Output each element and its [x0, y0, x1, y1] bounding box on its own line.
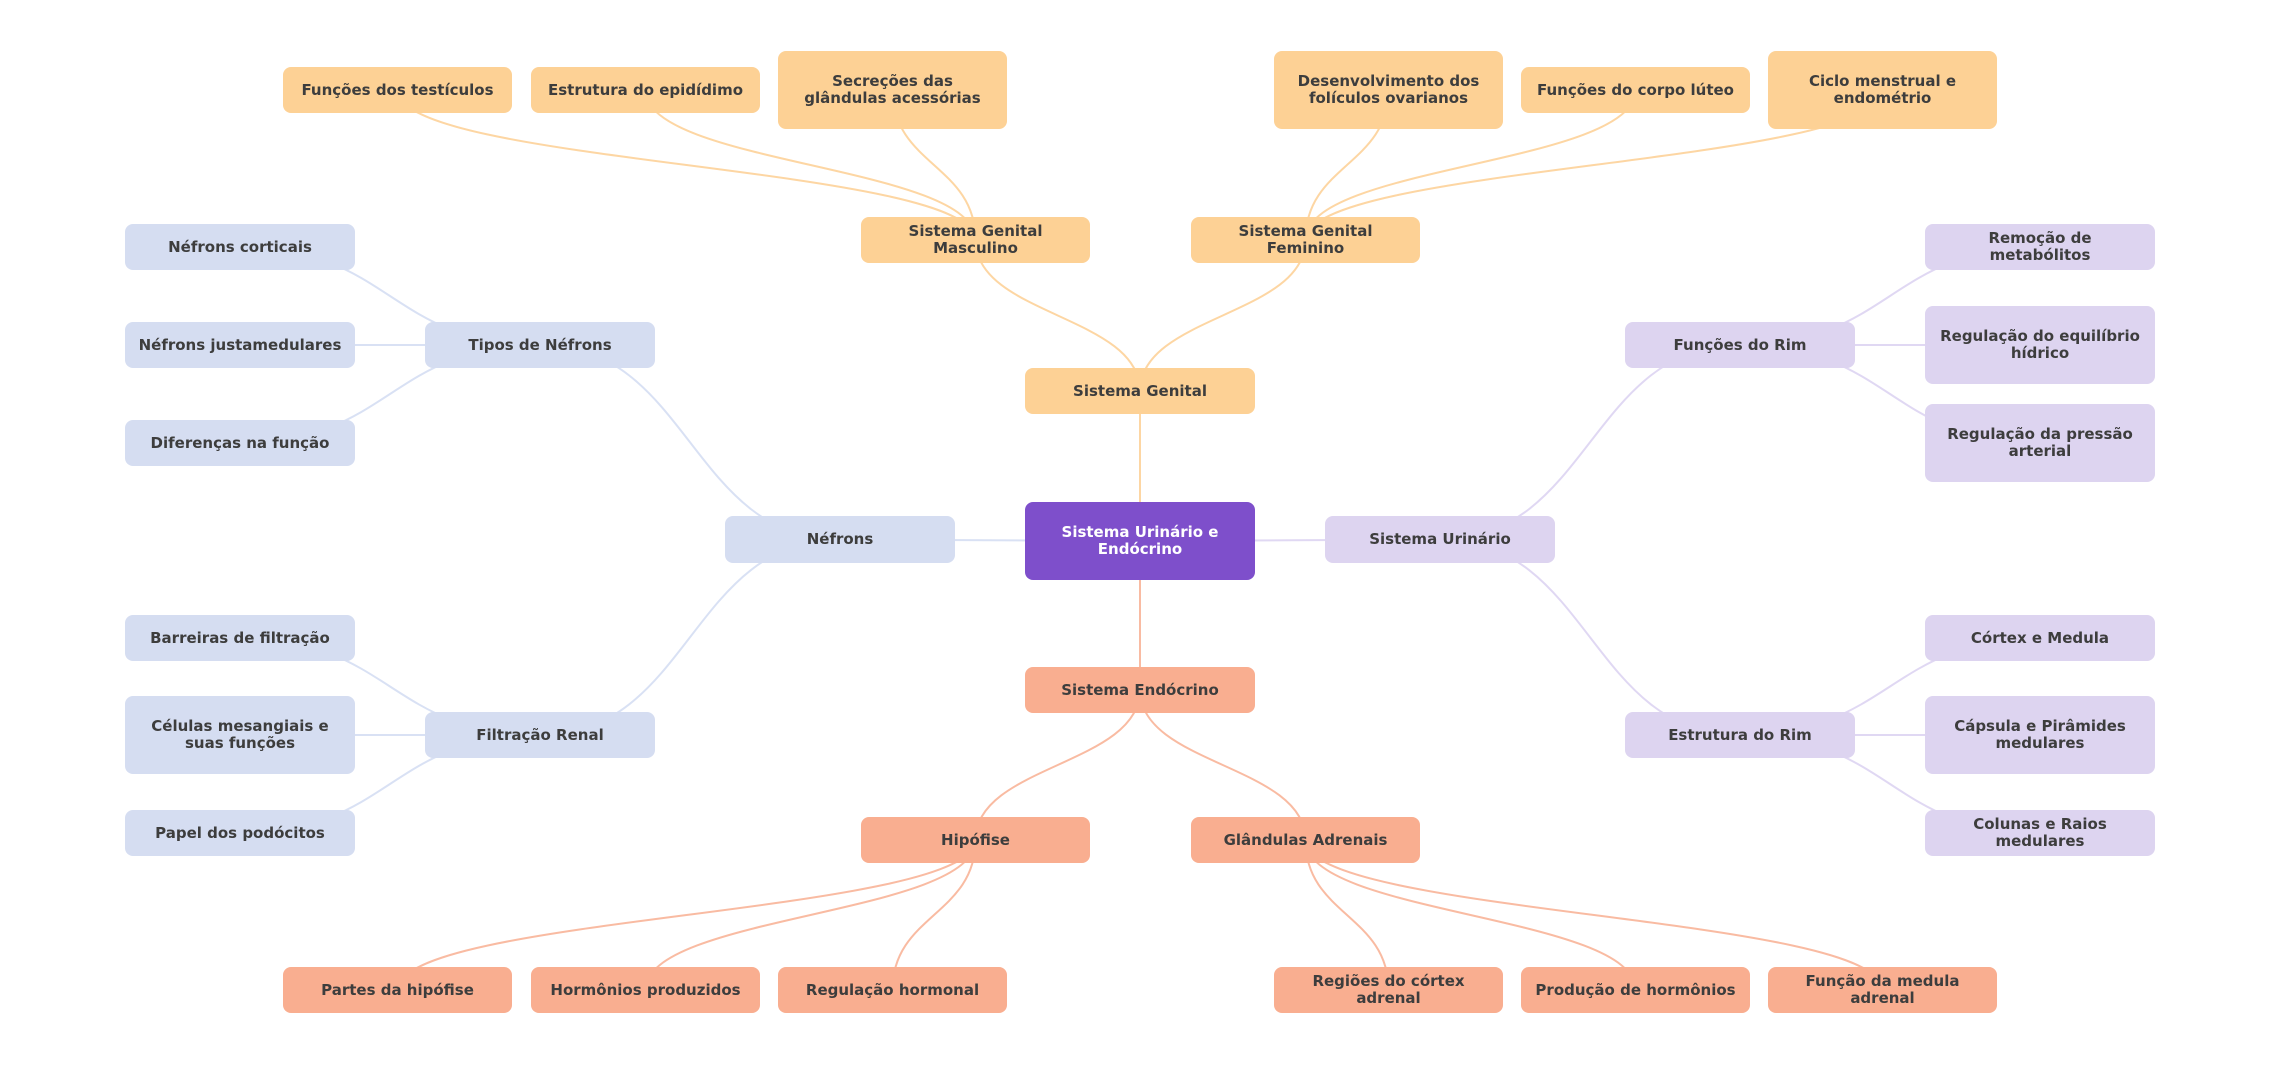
node-estrutura-epididimo[interactable]: Estrutura do epidídimo [531, 67, 760, 113]
node-genital-masculino[interactable]: Sistema Genital Masculino [861, 217, 1090, 263]
node-genital-feminino[interactable]: Sistema Genital Feminino [1191, 217, 1420, 263]
node-funcao-medula-adrenal[interactable]: Função da medula adrenal [1768, 967, 1997, 1013]
edge-hipofise-partes [396, 839, 977, 991]
node-colunas-raios[interactable]: Colunas e Raios medulares [1925, 810, 2155, 856]
edge-endocrino-adrenais [1139, 689, 1307, 841]
node-nefrons-corticais[interactable]: Néfrons corticais [125, 224, 355, 270]
node-sistema-urinario[interactable]: Sistema Urinário [1325, 516, 1555, 563]
node-equilibrio-hidrico[interactable]: Regulação do equilíbrio hídrico [1925, 306, 2155, 384]
edge-genital-fem [1139, 239, 1307, 392]
edge-fem-corpoluteo [1304, 89, 1637, 241]
node-hipofise[interactable]: Hipófise [861, 817, 1090, 863]
node-producao-hormonios[interactable]: Produção de hormônios [1521, 967, 1750, 1013]
node-cortex-medula[interactable]: Córtex e Medula [1925, 615, 2155, 661]
edge-adrenais-regioes [1304, 839, 1390, 991]
node-root[interactable]: Sistema Urinário e Endócrino [1025, 502, 1255, 580]
node-regioes-cortex-adrenal[interactable]: Regiões do córtex adrenal [1274, 967, 1503, 1013]
node-nefrons-justamedulares[interactable]: Néfrons justamedulares [125, 322, 355, 368]
node-celulas-mesangiais[interactable]: Células mesangiais e suas funções [125, 696, 355, 774]
edge-adrenais-medula [1304, 839, 1884, 991]
node-papel-podocitos[interactable]: Papel dos podócitos [125, 810, 355, 856]
node-funcoes-rim[interactable]: Funções do Rim [1625, 322, 1855, 368]
node-funcoes-testiculos[interactable]: Funções dos testículos [283, 67, 512, 113]
node-secrecoes-glandulas[interactable]: Secreções das glândulas acessórias [778, 51, 1007, 129]
node-sistema-endocrino[interactable]: Sistema Endócrino [1025, 667, 1255, 713]
node-glandulas-adrenais[interactable]: Glândulas Adrenais [1191, 817, 1420, 863]
edge-genital-masc [974, 239, 1141, 392]
node-estrutura-rim[interactable]: Estrutura do Rim [1625, 712, 1855, 758]
edge-adrenais-producao [1304, 839, 1637, 991]
node-nefrons[interactable]: Néfrons [725, 516, 955, 563]
node-barreiras-filtracao[interactable]: Barreiras de filtração [125, 615, 355, 661]
node-capsula-piramides[interactable]: Cápsula e Pirâmides medulares [1925, 696, 2155, 774]
node-corpo-luteo[interactable]: Funções do corpo lúteo [1521, 67, 1750, 113]
node-pressao-arterial[interactable]: Regulação da pressão arterial [1925, 404, 2155, 482]
edge-hipofise-hormonios [644, 839, 977, 991]
node-hormonios-produzidos[interactable]: Hormônios produzidos [531, 967, 760, 1013]
node-filtracao-renal[interactable]: Filtração Renal [425, 712, 655, 758]
node-partes-hipofise[interactable]: Partes da hipófise [283, 967, 512, 1013]
edge-masc-testiculos [396, 89, 977, 241]
node-ciclo-menstrual[interactable]: Ciclo menstrual e endométrio [1768, 51, 1997, 129]
node-foliculos-ovarianos[interactable]: Desenvolvimento dos folículos ovarianos [1274, 51, 1503, 129]
edge-masc-epididimo [644, 89, 977, 241]
node-tipos-nefrons[interactable]: Tipos de Néfrons [425, 322, 655, 368]
edge-hipofise-regulacao [891, 839, 977, 991]
node-diferencas-funcao[interactable]: Diferenças na função [125, 420, 355, 466]
node-remocao-metabolitos[interactable]: Remoção de metabólitos [1925, 224, 2155, 270]
node-regulacao-hormonal[interactable]: Regulação hormonal [778, 967, 1007, 1013]
node-sistema-genital[interactable]: Sistema Genital [1025, 368, 1255, 414]
edge-endocrino-hipofise [974, 689, 1141, 841]
